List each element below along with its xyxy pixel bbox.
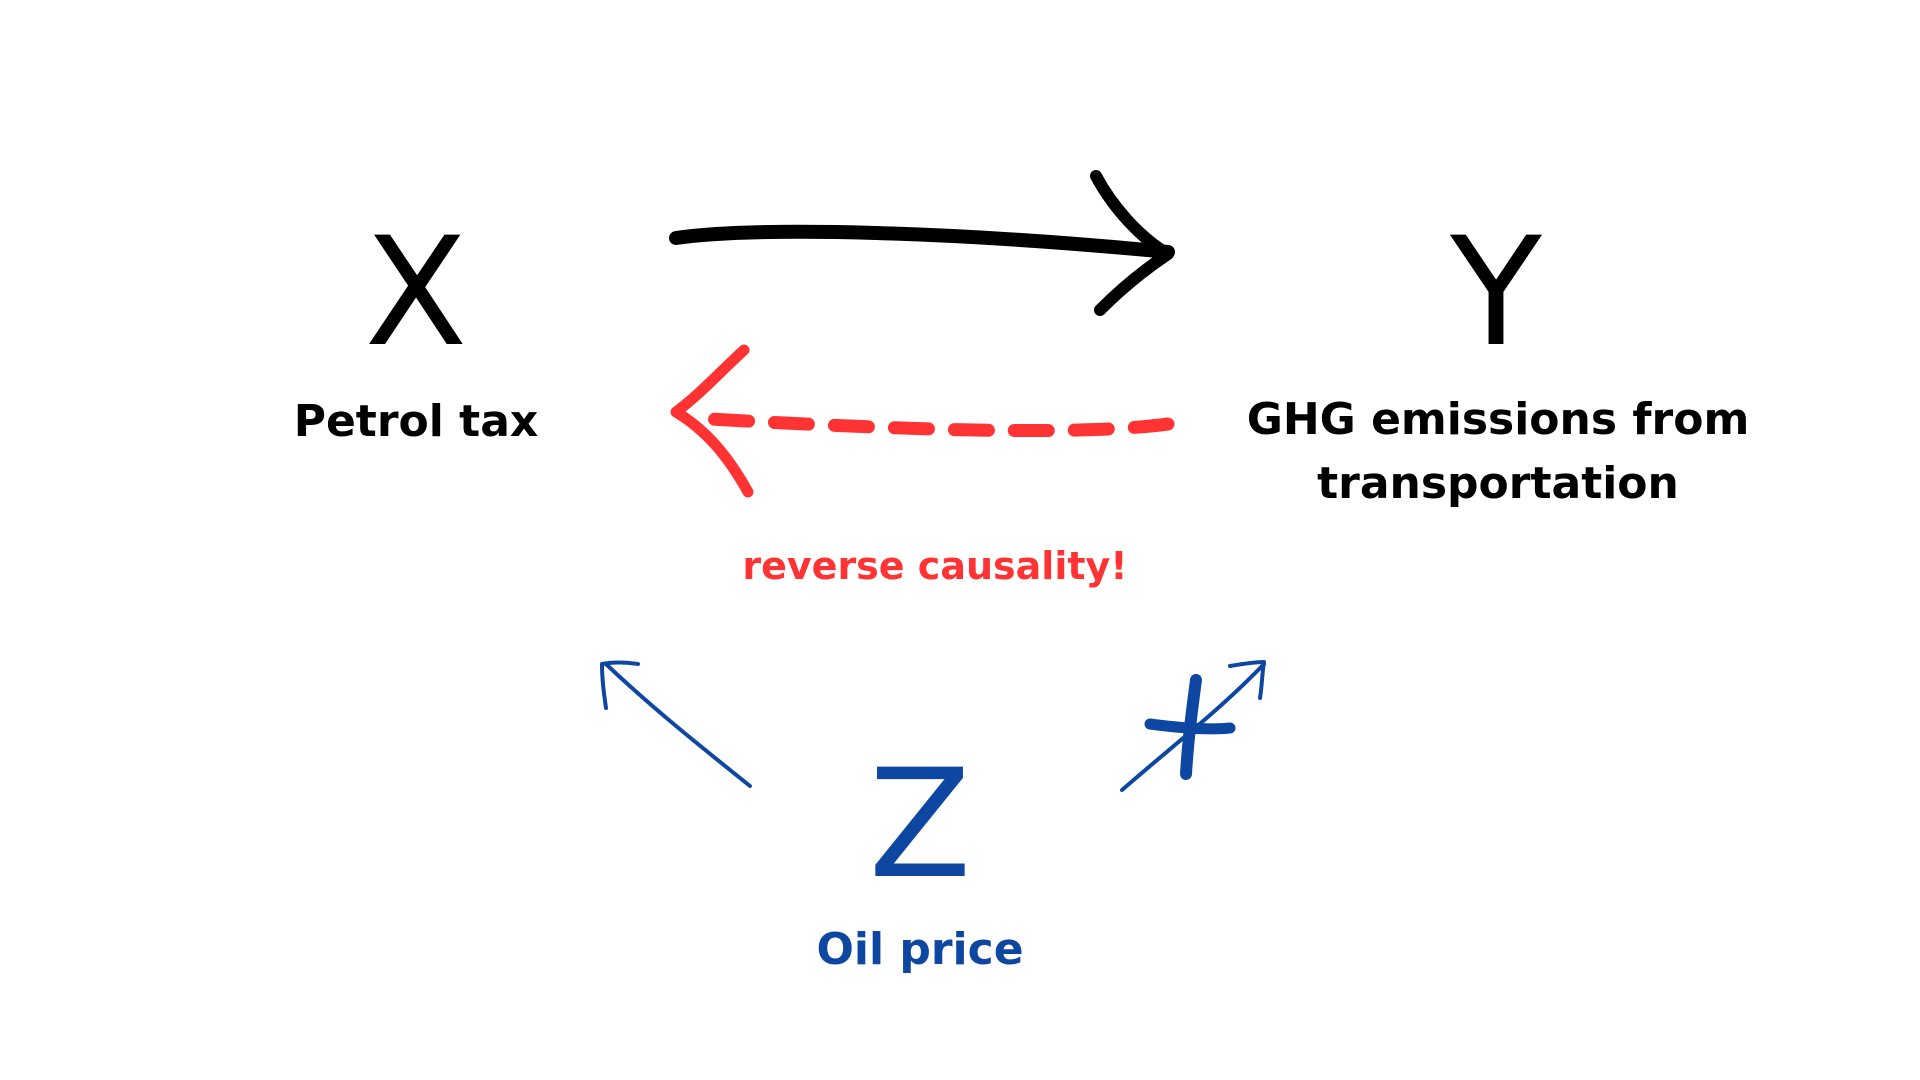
arrow-x-to-y-head bbox=[1090, 170, 1174, 316]
node-x-label: Petrol tax bbox=[293, 396, 539, 447]
node-y-label: GHG emissions from transportation bbox=[1218, 388, 1778, 516]
arrow-z-to-x bbox=[600, 660, 752, 788]
node-x-letter: X bbox=[364, 206, 468, 380]
arrow-z-to-x-shaft bbox=[604, 662, 752, 788]
arrow-y-to-x-reverse bbox=[670, 344, 1175, 498]
arrow-x-to-y-shaft bbox=[669, 224, 1175, 259]
arrow-z-to-x-head bbox=[600, 660, 640, 710]
node-y-label-line1: GHG emissions from bbox=[1246, 394, 1750, 445]
node-y-letter: Y bbox=[1450, 206, 1542, 380]
arrow-reverse-shaft bbox=[685, 411, 1175, 438]
node-y-label-line2: transportation bbox=[1317, 458, 1679, 509]
arrow-reverse-head bbox=[670, 344, 754, 498]
cross-horizontal bbox=[1144, 718, 1236, 735]
arrow-x-to-y bbox=[669, 170, 1175, 316]
reverse-causality-annotation: reverse causality! bbox=[742, 544, 1128, 588]
node-z-letter: Z bbox=[868, 738, 972, 912]
node-z-label: Oil price bbox=[816, 924, 1024, 975]
arrow-z-to-y-head bbox=[1228, 660, 1266, 700]
arrow-z-to-y-crossed bbox=[1120, 660, 1266, 792]
